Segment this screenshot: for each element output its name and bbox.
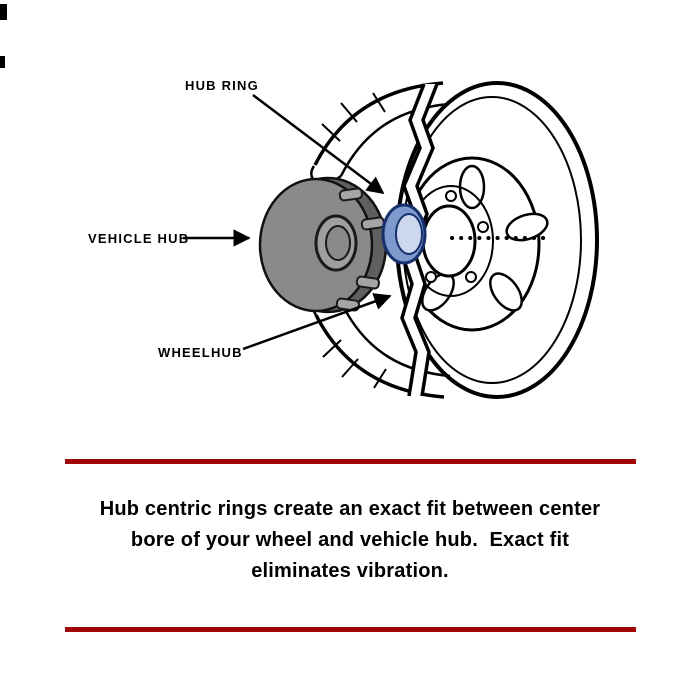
callout-arrows (183, 94, 392, 351)
hub-ring-diagram: HUB RING VEHICLE HUB WHEELHUB (88, 78, 599, 399)
caption-line-3: eliminates vibration. (251, 560, 449, 582)
center-bore (421, 204, 477, 278)
caption: Hub centric rings create an exact fit be… (50, 494, 650, 587)
hub-ring-label: HUB RING (185, 78, 259, 93)
caption-line-1: Hub centric rings create an exact fit be… (99, 498, 601, 520)
hub-ring-arrow (252, 94, 385, 195)
vehicle-hub-label: VEHICLE HUB (88, 231, 189, 246)
wheelhub-label: WHEELHUB (158, 345, 243, 360)
edge-artifact-top (0, 4, 7, 20)
vehicle-hub (258, 176, 388, 314)
hub-ring-opening (395, 213, 423, 255)
hub-ring (381, 203, 427, 265)
wheel-face (395, 156, 550, 332)
caption-line-2: bore of your wheel and vehicle hub. Exac… (130, 529, 570, 551)
wheel-studs (335, 187, 385, 312)
edge-artifact-left (0, 56, 5, 68)
hub-center-bore (325, 225, 351, 261)
top-divider (65, 459, 636, 464)
bottom-divider (65, 627, 636, 632)
wheelhub-arrow (242, 293, 392, 351)
